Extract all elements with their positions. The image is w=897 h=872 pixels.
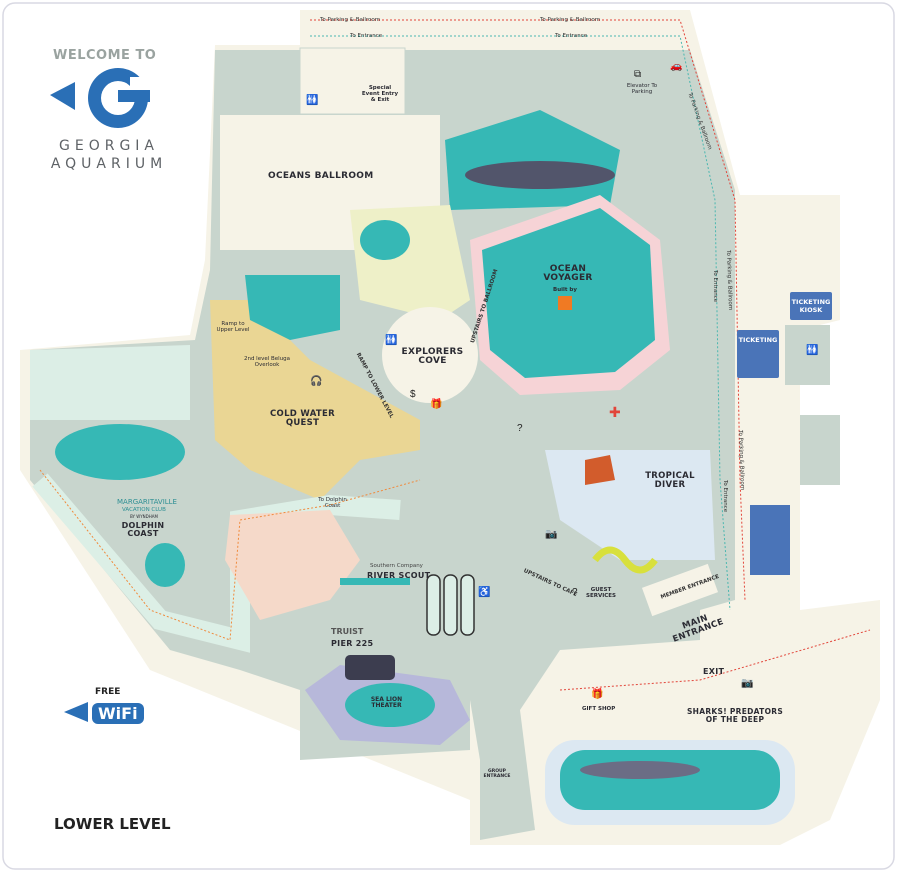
dolphin-stadium [30, 345, 190, 420]
special-event-label: Special Event Entry & Exit [361, 85, 399, 103]
info-icon: ? [517, 423, 523, 434]
route-label-parking: To Parking & Ballroom [320, 17, 381, 23]
ocean-voyager-tank [482, 208, 655, 378]
gift-shop-label: GIFT SHOP [582, 706, 616, 712]
restroom-icon: 🚻 [385, 335, 398, 346]
margaritaville-sub: VACATION CLUB [122, 507, 166, 513]
margaritaville-sponsor: MARGARITAVILLE [117, 498, 177, 506]
exit-corridor [540, 640, 820, 720]
cold-water-quest [210, 300, 420, 500]
escalators [426, 574, 475, 636]
restroom-icon: 🚻 [306, 95, 319, 106]
wifi-badge: WiFi [64, 699, 144, 727]
ticketing-kiosk[interactable]: TICKETING KIOSK [790, 292, 832, 320]
home-depot-logo [558, 296, 572, 310]
route-label-entrance: To Entrance [555, 33, 588, 39]
wifi-free-label: FREE [95, 687, 121, 697]
route-label-entrance: To Entrance [350, 33, 383, 39]
river-scout-label: RIVER SCOUT [367, 571, 431, 580]
guest-services-icon: ? [572, 587, 578, 598]
truist-sponsor: TRUIST [331, 627, 364, 636]
welcome-heading: WELCOME TO [53, 48, 157, 63]
elevator-icon: ⧉ [634, 69, 642, 80]
ramp-upper-label: Ramp to Upper Level [216, 321, 250, 333]
explorers-cove-area [382, 307, 478, 403]
sharks-label: SHARKS! PREDATORS OF THE DEEP [686, 707, 784, 724]
cold-water-quest-label: COLD WATER QUEST [270, 409, 335, 428]
camera-icon: 📷 [545, 529, 558, 540]
ocean-voyager-label: OCEAN VOYAGER [543, 264, 593, 284]
brand-line-1: GEORGIA [59, 138, 159, 154]
georgia-aquarium-logo [50, 68, 152, 128]
dolphin-coast-label: DOLPHIN COAST [121, 521, 165, 539]
group-entrance-label: GROUP ENTRANCE [483, 769, 511, 779]
camera-icon: 📷 [741, 678, 754, 689]
river-scout-area [225, 510, 360, 620]
pier-225-label: PIER 225 [331, 639, 374, 648]
southern-company-sponsor: Southern Company [370, 563, 423, 569]
gift-icon: 🎁 [591, 689, 604, 700]
route-entrance [310, 35, 731, 611]
sea-lion-theater-label: SEA LION THEATER [370, 696, 403, 710]
beluga-overlook-label: 2nd level Beluga Overlook [243, 356, 291, 368]
first-aid-icon: ✚ [609, 404, 621, 420]
special-event-area [299, 47, 406, 115]
oceans-ballroom-label: OCEANS BALLROOM [268, 171, 374, 181]
route-label-entrance: To Entrance [722, 480, 728, 513]
gift-icon: 🎁 [430, 399, 443, 410]
headphones-icon: 🎧 [310, 376, 323, 387]
ticketing-booth[interactable]: TICKETING [737, 330, 779, 378]
restroom-icon: 🚻 [806, 345, 819, 356]
guest-services-label: GUEST SERVICES [586, 587, 617, 599]
member-entrance-area [641, 563, 719, 617]
elevator-to-parking-label: Elevator To Parking [626, 83, 658, 95]
route-label-entrance: To Entrance [712, 270, 718, 303]
to-dolphin-coast-label: To Dolphin Coast [318, 497, 347, 509]
level-label: LOWER LEVEL [54, 815, 171, 833]
brand-line-2: AQUARIUM [50, 155, 168, 172]
tropical-diver-label: TROPICAL DIVER [645, 471, 695, 490]
explorers-cove-label: EXPLORERS COVE [401, 347, 464, 367]
route-label-parking: To Parking & Ballroom [540, 17, 601, 23]
built-by-label: Built by [553, 287, 577, 293]
margaritaville-by: BY WYNDHAM [130, 514, 158, 519]
accessible-icon: ♿ [478, 587, 491, 598]
parking-car-icon: 🚗 [670, 61, 683, 72]
wifi-label: WiFi [92, 703, 144, 724]
exit-label: EXIT [703, 667, 725, 676]
atm-icon: $ [410, 389, 416, 400]
